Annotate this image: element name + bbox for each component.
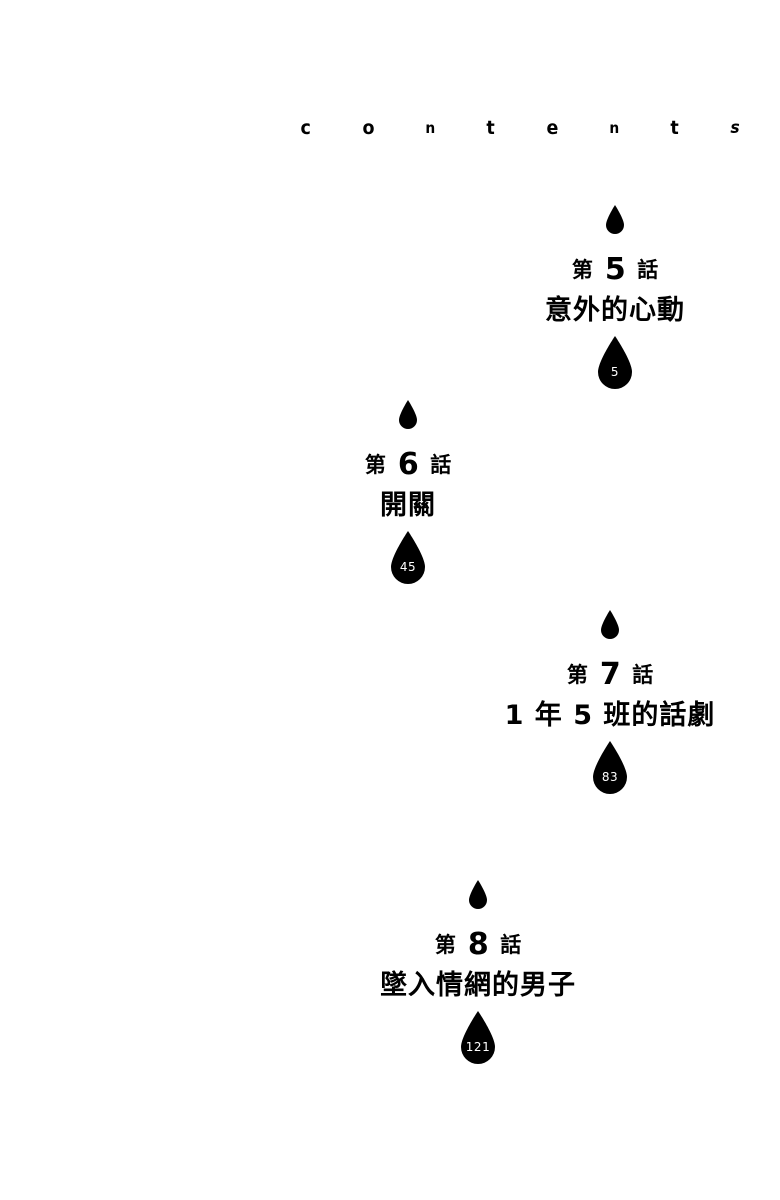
water-drop-icon bbox=[469, 880, 487, 909]
page-number: 121 bbox=[465, 1040, 491, 1055]
chapter-prefix: 第 bbox=[571, 257, 593, 282]
contents-letter-t2: t bbox=[670, 116, 680, 139]
contents-letter-c: c bbox=[300, 116, 311, 139]
water-drop-icon bbox=[598, 336, 632, 390]
water-drop-icon bbox=[461, 1011, 495, 1065]
contents-letter-e: e bbox=[546, 116, 559, 139]
chapter-label: 第 8 話 bbox=[298, 930, 658, 960]
page-number-drop: 83 bbox=[588, 741, 632, 797]
chapter-title: 開關 bbox=[380, 490, 436, 521]
chapter-label: 第 6 話 bbox=[228, 450, 588, 480]
chapter-title: 墜入情網的男子 bbox=[380, 970, 576, 1001]
page-number: 83 bbox=[601, 770, 619, 785]
chapter-prefix: 第 bbox=[434, 932, 456, 957]
chapter-suffix: 話 bbox=[500, 932, 522, 957]
water-drop-icon bbox=[391, 531, 425, 585]
water-drop-icon bbox=[601, 610, 619, 639]
water-drop-icon bbox=[399, 400, 417, 429]
toc-entry[interactable]: 第 8 話 墜入情網的男子 121 bbox=[298, 880, 658, 1067]
contents-letter-s: s bbox=[730, 117, 740, 138]
chapter-prefix: 第 bbox=[566, 662, 588, 687]
water-drop-icon bbox=[606, 205, 624, 234]
contents-letter-o: o bbox=[362, 116, 375, 139]
page-number-drop: 5 bbox=[593, 336, 637, 392]
chapter-label: 第 5 話 bbox=[435, 255, 780, 285]
toc-entry[interactable]: 第 5 話 意外的心動 5 bbox=[435, 205, 780, 392]
page-number: 45 bbox=[399, 560, 417, 575]
chapter-number: 6 bbox=[397, 447, 419, 482]
chapter-number: 5 bbox=[604, 252, 626, 287]
contents-heading: c o n t e n t s bbox=[300, 108, 740, 148]
chapter-number: 7 bbox=[599, 657, 621, 692]
page-number: 5 bbox=[610, 365, 620, 380]
page-number-drop: 45 bbox=[386, 531, 430, 587]
contents-letter-n1: n bbox=[425, 118, 436, 137]
toc-entry[interactable]: 第 6 話 開關 45 bbox=[228, 400, 588, 587]
chapter-title: 1 年 5 班的話劇 bbox=[504, 700, 716, 731]
chapter-suffix: 話 bbox=[637, 257, 659, 282]
page-number-drop: 121 bbox=[456, 1011, 500, 1067]
chapter-label: 第 7 話 bbox=[430, 660, 780, 690]
toc-entry[interactable]: 第 7 話 1 年 5 班的話劇 83 bbox=[430, 610, 780, 797]
contents-letter-t1: t bbox=[486, 116, 496, 139]
chapter-number: 8 bbox=[467, 927, 489, 962]
contents-letter-n2: n bbox=[609, 118, 620, 137]
chapter-suffix: 話 bbox=[430, 452, 452, 477]
chapter-title: 意外的心動 bbox=[545, 295, 685, 326]
chapter-suffix: 話 bbox=[632, 662, 654, 687]
chapter-prefix: 第 bbox=[364, 452, 386, 477]
water-drop-icon bbox=[593, 741, 627, 795]
